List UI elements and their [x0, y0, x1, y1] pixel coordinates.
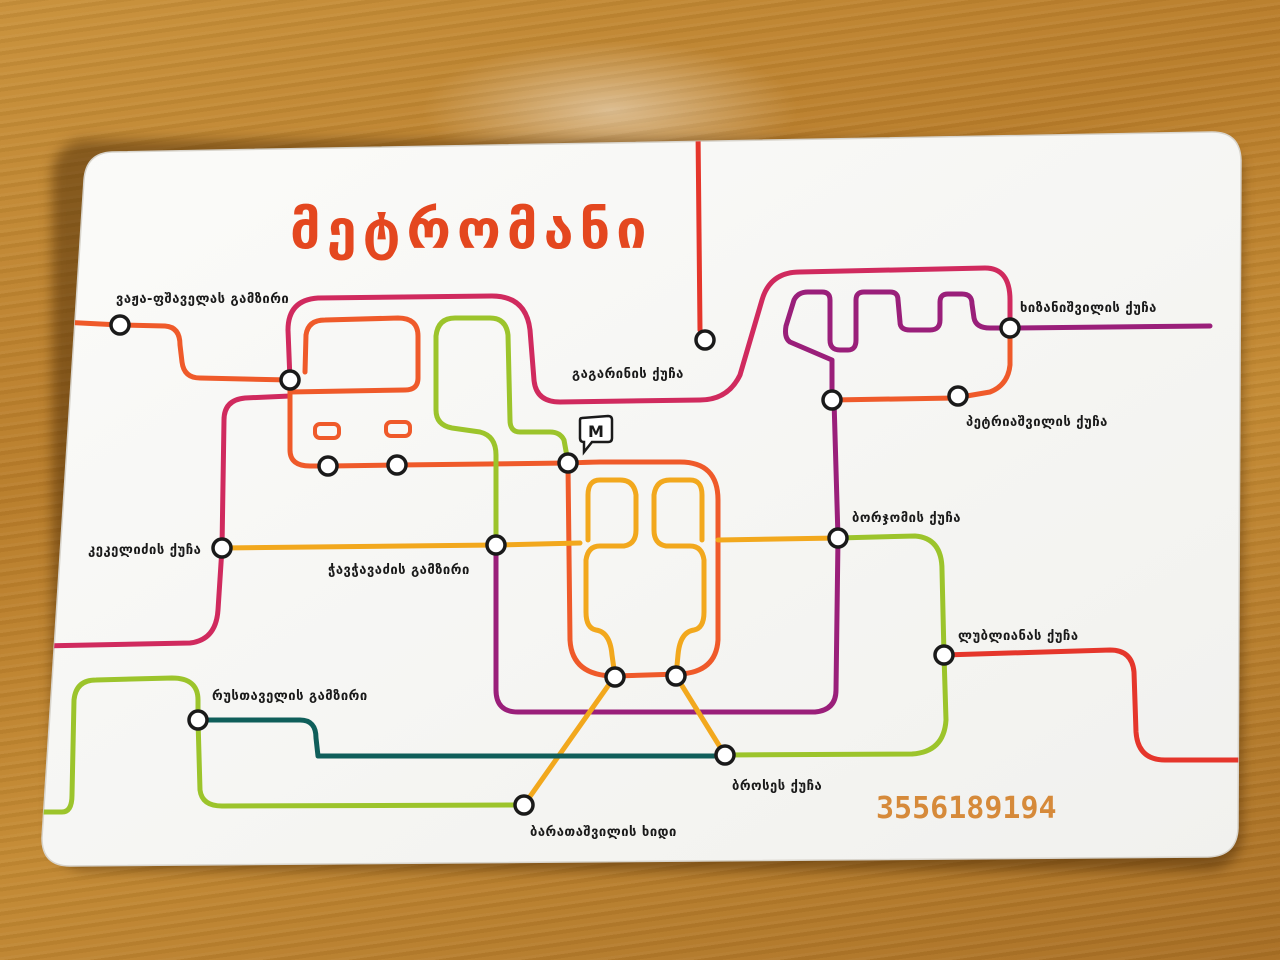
station-center-right [665, 665, 687, 687]
label-baratashvili: ბარათაშვილის ხიდი [530, 825, 677, 840]
line-yellow-center [583, 477, 707, 679]
line-coral-west [57, 319, 293, 383]
card-title: მეტრომანი [290, 198, 653, 261]
station-kekelidze [211, 537, 233, 559]
station-gagarini [694, 329, 716, 351]
station-bus-1 [317, 455, 339, 477]
line-red-east [941, 647, 1241, 763]
line-yellow-east [715, 535, 841, 543]
station-chavchavadze [485, 534, 507, 556]
line-magenta-main [285, 265, 1013, 405]
label-vaja: ვაჟა-ფშაველას გამზირი [116, 292, 289, 307]
label-chavchavadze: ჭავჭავაძის გამზირი [328, 563, 470, 578]
label-kekelidze: კეკელიძის ქუჩა [88, 543, 201, 558]
label-gagarini: გაგარინის ქუჩა [572, 367, 684, 382]
pill-marker [384, 420, 412, 438]
line-purple-loops [783, 289, 1013, 403]
line-coral-east [829, 325, 1013, 403]
label-liubliana: ლუბლიანას ქუჩა [958, 629, 1079, 644]
line-yellow-south [521, 673, 728, 808]
station-liubliana [933, 644, 955, 666]
pill-marker [313, 422, 341, 440]
station-brosse [714, 744, 736, 766]
label-brosse: ბროსეს ქუჩა [732, 779, 822, 794]
station-petriashvili [947, 385, 969, 407]
station-vaja [279, 369, 301, 391]
station-center-left [604, 666, 626, 688]
line-lime-west [42, 675, 527, 815]
station-vaja-west [109, 314, 131, 336]
label-khizanishvili: ხიზანიშვილის ქუჩა [1020, 301, 1157, 316]
station-khizanishvili [999, 317, 1021, 339]
metro-logo-icon: M [578, 414, 614, 456]
station-metro-hub [557, 452, 579, 474]
station-petriashvili-west [821, 389, 843, 411]
label-petriashvili: პეტრიაშვილის ქუჩა [966, 415, 1108, 430]
line-lime-north [433, 315, 571, 548]
station-rustaveli [187, 709, 209, 731]
card-number: 3556189194 [876, 791, 1057, 826]
station-borjomi [827, 527, 849, 549]
label-borjomi: ბორჯომის ქუჩა [852, 511, 961, 526]
line-coral-upper [287, 315, 421, 395]
line-purple-east [1007, 323, 1213, 331]
label-rustaveli: რუსთაველის გამზირი [212, 689, 368, 704]
line-purple-loop [493, 397, 841, 715]
station-bus-2 [386, 454, 408, 476]
metro-logo-letter: M [588, 422, 604, 441]
line-magenta-west [42, 377, 293, 649]
station-baratashvili [513, 794, 535, 816]
line-teal [195, 717, 728, 759]
